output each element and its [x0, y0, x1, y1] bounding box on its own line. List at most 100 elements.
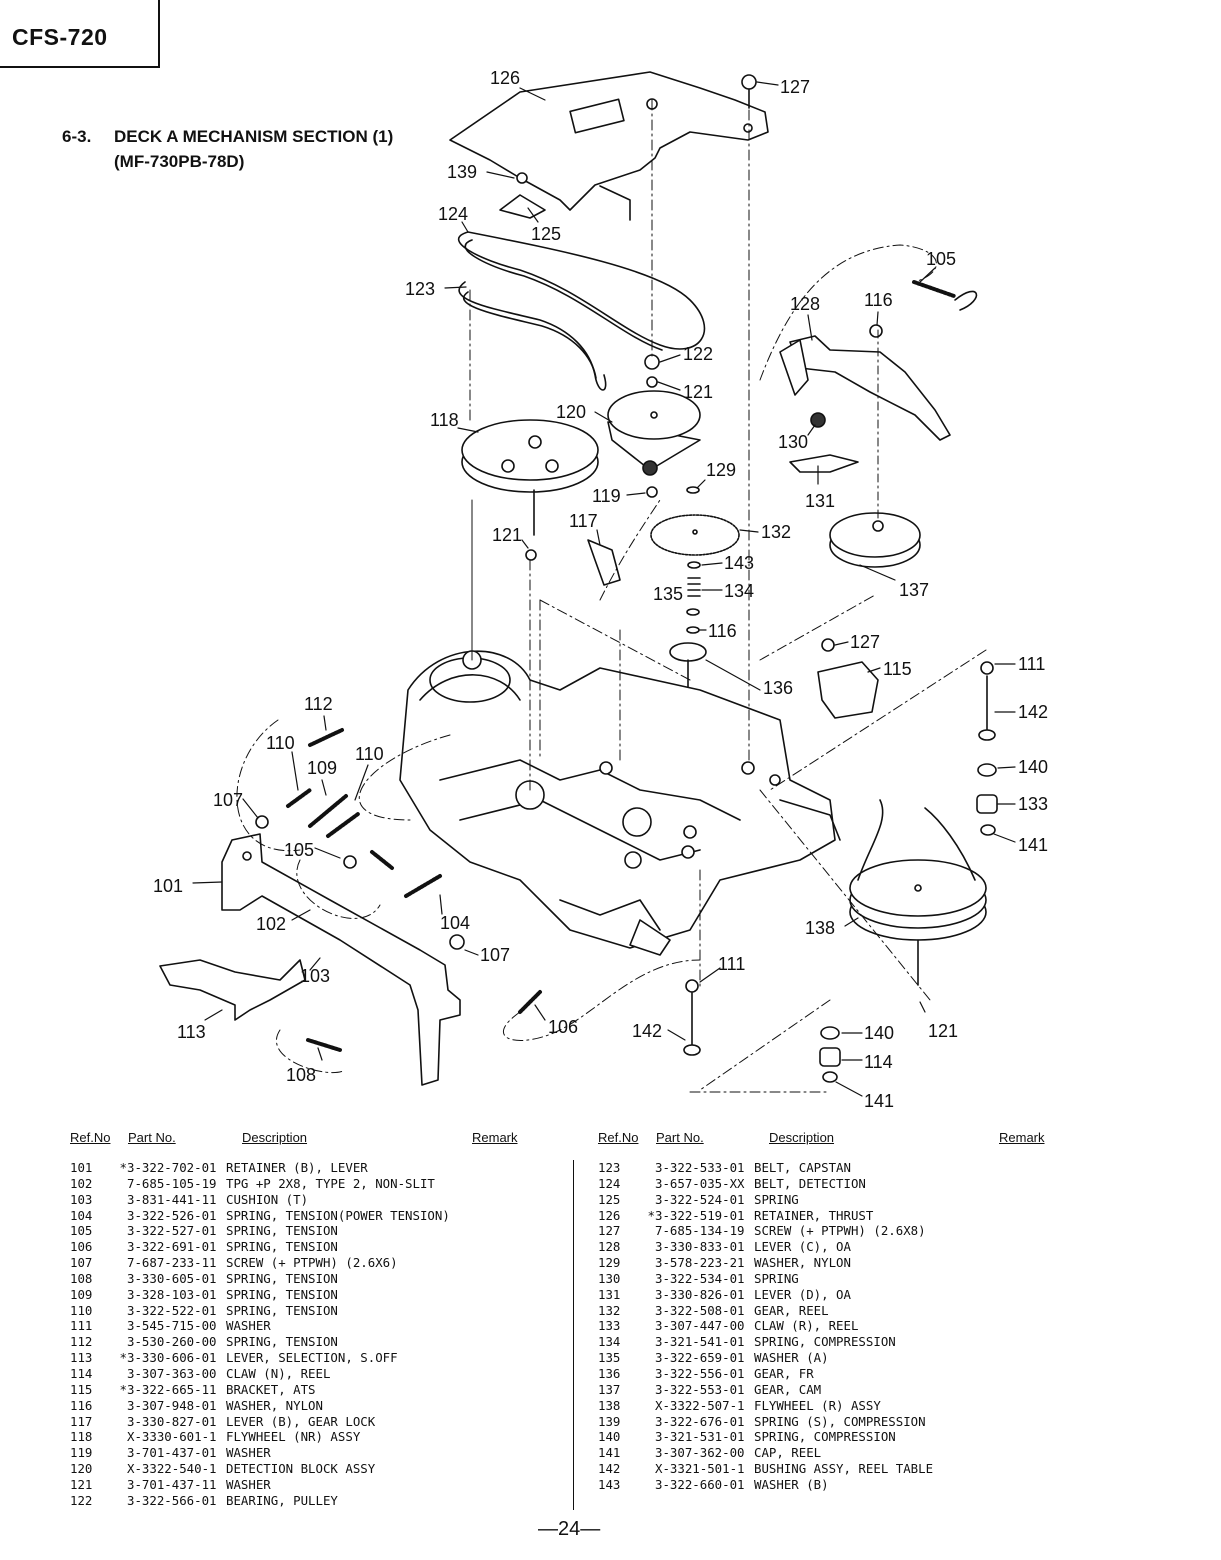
ref-cell: 124 — [598, 1175, 621, 1191]
description-cell: SPRING, TENSION — [226, 1239, 338, 1255]
description-cell: BRACKET, ATS — [226, 1381, 316, 1397]
description-header: Description — [242, 1130, 308, 1145]
ref-cell: 128 — [598, 1239, 621, 1255]
safety-mark — [116, 1176, 127, 1192]
ref-cell: 131 — [598, 1286, 621, 1302]
safety-mark — [116, 1477, 127, 1493]
part-number-cell: 3-330-833-01 — [655, 1239, 745, 1255]
ref-cell: 132 — [598, 1302, 621, 1318]
safety-mark — [644, 1414, 655, 1430]
callout-label: 104 — [440, 913, 470, 933]
safety-mark — [644, 1303, 655, 1319]
remark-header: Remark — [999, 1130, 1045, 1145]
safety-mark — [644, 1192, 655, 1208]
callout-label: 119 — [592, 486, 621, 506]
screw-part — [741, 74, 757, 109]
callout-label: 106 — [548, 1017, 578, 1037]
safety-mark — [644, 1429, 655, 1445]
callout-label: 116 — [708, 621, 737, 641]
callout-label: 121 — [928, 1021, 958, 1041]
callout-label: 112 — [304, 694, 333, 714]
table-divider — [573, 1160, 574, 1510]
description-cell: SPRING, TENSION — [226, 1302, 338, 1318]
callout-label: 141 — [864, 1091, 894, 1111]
ref-cell: 136 — [598, 1365, 621, 1381]
description-cell: BELT, DETECTION — [754, 1175, 866, 1191]
table-header: Ref.No Part No. Description Remark — [70, 1130, 518, 1160]
ref-cell: 102 — [70, 1175, 93, 1191]
callout-label: 108 — [286, 1065, 316, 1085]
part-number-cell: 3-831-441-11 — [127, 1191, 217, 1207]
description-cell: WASHER — [226, 1318, 271, 1334]
callout-label: 122 — [683, 344, 713, 364]
part-number-cell: 3-322-702-01 — [127, 1160, 217, 1175]
ref-cell: 111 — [70, 1318, 93, 1334]
description-cell: LEVER (D), OA — [754, 1286, 851, 1302]
spring-part — [499, 172, 546, 219]
ref-cell: 104 — [70, 1207, 93, 1223]
callout-label: 127 — [850, 632, 880, 652]
safety-mark: * — [119, 1350, 127, 1366]
callout-label: 129 — [706, 460, 736, 480]
safety-mark — [116, 1366, 127, 1382]
ref-cell: 119 — [70, 1445, 93, 1461]
reel-table-assy-right — [976, 661, 998, 836]
description-cell: CAP, REEL — [754, 1445, 822, 1461]
safety-mark: * — [647, 1207, 655, 1223]
callout-label: 111 — [1018, 654, 1045, 674]
safety-mark — [116, 1255, 127, 1271]
callout-label: 133 — [1018, 794, 1048, 814]
callout-label: 141 — [1018, 835, 1048, 855]
callout-label: 115 — [883, 659, 912, 679]
part-number-cell: 3-321-541-01 — [655, 1334, 745, 1350]
spring-part — [810, 412, 826, 428]
safety-mark — [644, 1223, 655, 1239]
ref-cell: 134 — [598, 1334, 621, 1350]
description-cell: WASHER — [226, 1476, 271, 1492]
part-number-cell: 3-322-519-01 — [655, 1207, 745, 1223]
description-header: Description — [769, 1130, 835, 1145]
spring-tension-part — [912, 280, 978, 311]
part-number-cell: 3-330-826-01 — [655, 1286, 745, 1302]
part-number-cell: 7-687-233-11 — [127, 1255, 217, 1271]
safety-mark: * — [119, 1160, 127, 1175]
safety-mark — [644, 1255, 655, 1271]
description-cell: FLYWHEEL (R) ASSY — [754, 1397, 881, 1413]
part-number-cell: 3-322-556-01 — [655, 1365, 745, 1381]
parts-table-left: Ref.No Part No. Description Remark 101*3… — [70, 1130, 518, 1509]
ref-cell: 141 — [598, 1445, 621, 1461]
safety-mark — [116, 1445, 127, 1461]
part-number-cell: 3-701-437-11 — [127, 1476, 217, 1492]
section-heading: DECK A MECHANISM SECTION (1) — [114, 127, 394, 146]
gear-reel-part — [650, 486, 740, 556]
flywheel-nr-part — [461, 419, 599, 536]
description-cell: SPRING, COMPRESSION — [754, 1334, 896, 1350]
ref-cell: 112 — [70, 1334, 93, 1350]
description-cell: SCREW (+ PTPWH) (2.6X8) — [754, 1223, 926, 1239]
page-number: —24— — [538, 1518, 601, 1540]
safety-mark — [644, 1382, 655, 1398]
callout-label: 117 — [569, 511, 598, 531]
table-row: 131 3-330-826-01 LEVER (D), OA — [598, 1287, 1045, 1303]
callout-label: 128 — [790, 294, 820, 314]
part-number-cell: 3-330-827-01 — [127, 1413, 217, 1429]
description-cell: WASHER, NYLON — [226, 1397, 323, 1413]
ref-cell: 133 — [598, 1318, 621, 1334]
bearing-part — [644, 354, 660, 370]
description-cell: CLAW (N), REEL — [226, 1365, 331, 1381]
exploded-view-diagram: 126 127 139 124 125 123 105 128 116 122 … — [153, 68, 1048, 1111]
part-number-cell: 7-685-105-19 — [127, 1175, 217, 1191]
